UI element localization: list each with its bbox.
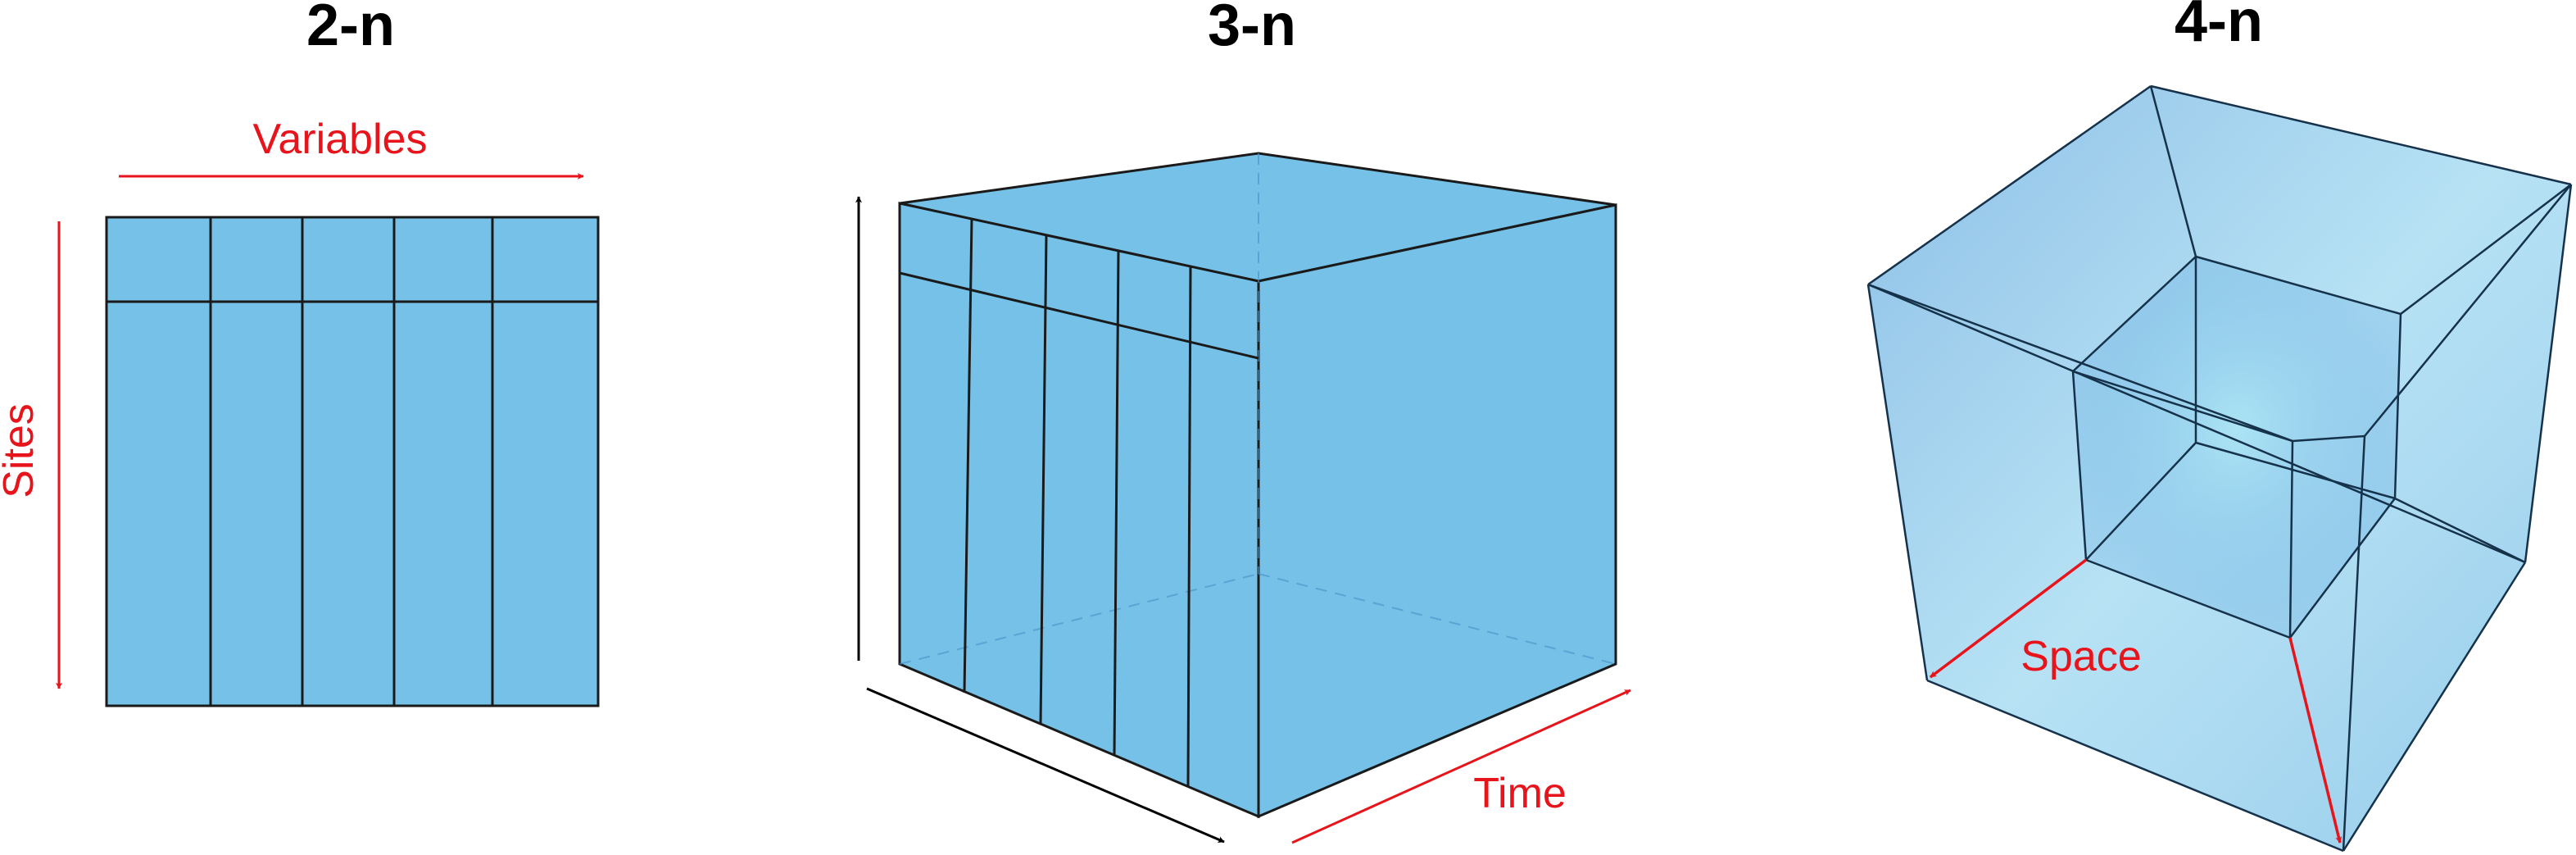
cube-slice-line [1113, 250, 1120, 757]
tesseract-outer-edges [1866, 84, 2573, 853]
time-label: Time [1473, 770, 1567, 817]
cube-slice-line [1039, 234, 1048, 725]
tesseract-inner-edges [2071, 255, 2402, 639]
sites-label: Sites [0, 403, 43, 498]
space-label: Space [2020, 633, 2141, 680]
tesseract-connectors [2149, 85, 2572, 564]
cube-slice-line [963, 218, 973, 694]
cube-hidden-edge [1258, 573, 1617, 665]
depth-axis-arrow [866, 687, 1225, 844]
panel-4n: 4-n [1866, 0, 2573, 853]
cube-slice-line [899, 271, 1259, 360]
cube-right-face [1257, 203, 1617, 819]
title-2n: 2-n [306, 0, 395, 58]
title-4n: 4-n [2175, 0, 2263, 54]
space-arrow-right [2288, 637, 2342, 844]
space-arrow-left [1929, 558, 2088, 679]
cube-slice-line [1186, 266, 1192, 788]
tesseract-inner-cube [2073, 257, 2401, 638]
cube-hidden-edge [899, 573, 1259, 665]
title-3n: 3-n [1208, 0, 1296, 58]
panel-2n: 2-n Variables Sites [0, 0, 600, 707]
time-axis-arrow [1291, 689, 1631, 844]
variables-label: Variables [253, 116, 428, 163]
data-table [105, 216, 600, 707]
panel-3n: 3-n Time [855, 0, 1631, 844]
